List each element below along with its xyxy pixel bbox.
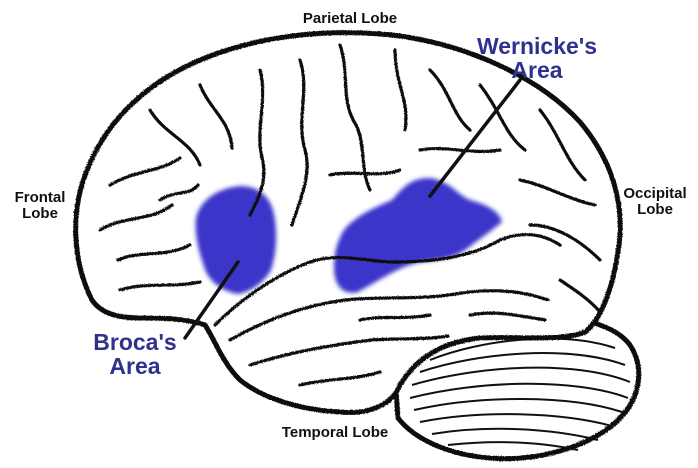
- wernicke-area-label: Wernicke's Area: [462, 34, 612, 82]
- broca-line-2: Area: [70, 354, 200, 378]
- wernicke-line-1: Wernicke's: [462, 34, 612, 58]
- temporal-lobe-label: Temporal Lobe: [250, 425, 420, 441]
- parietal-lobe-text: Parietal Lobe: [303, 10, 397, 27]
- wernicke-line-2: Area: [462, 58, 612, 82]
- parietal-lobe-label: Parietal Lobe: [270, 11, 430, 27]
- occipital-line-1: Occipital: [612, 186, 698, 202]
- occipital-lobe-label: Occipital Lobe: [612, 186, 698, 218]
- occipital-line-2: Lobe: [612, 202, 698, 218]
- frontal-line-1: Frontal: [0, 190, 80, 206]
- broca-area-label: Broca's Area: [70, 330, 200, 378]
- temporal-lobe-text: Temporal Lobe: [282, 424, 388, 441]
- frontal-line-2: Lobe: [0, 206, 80, 222]
- frontal-lobe-label: Frontal Lobe: [0, 190, 80, 222]
- broca-line-1: Broca's: [70, 330, 200, 354]
